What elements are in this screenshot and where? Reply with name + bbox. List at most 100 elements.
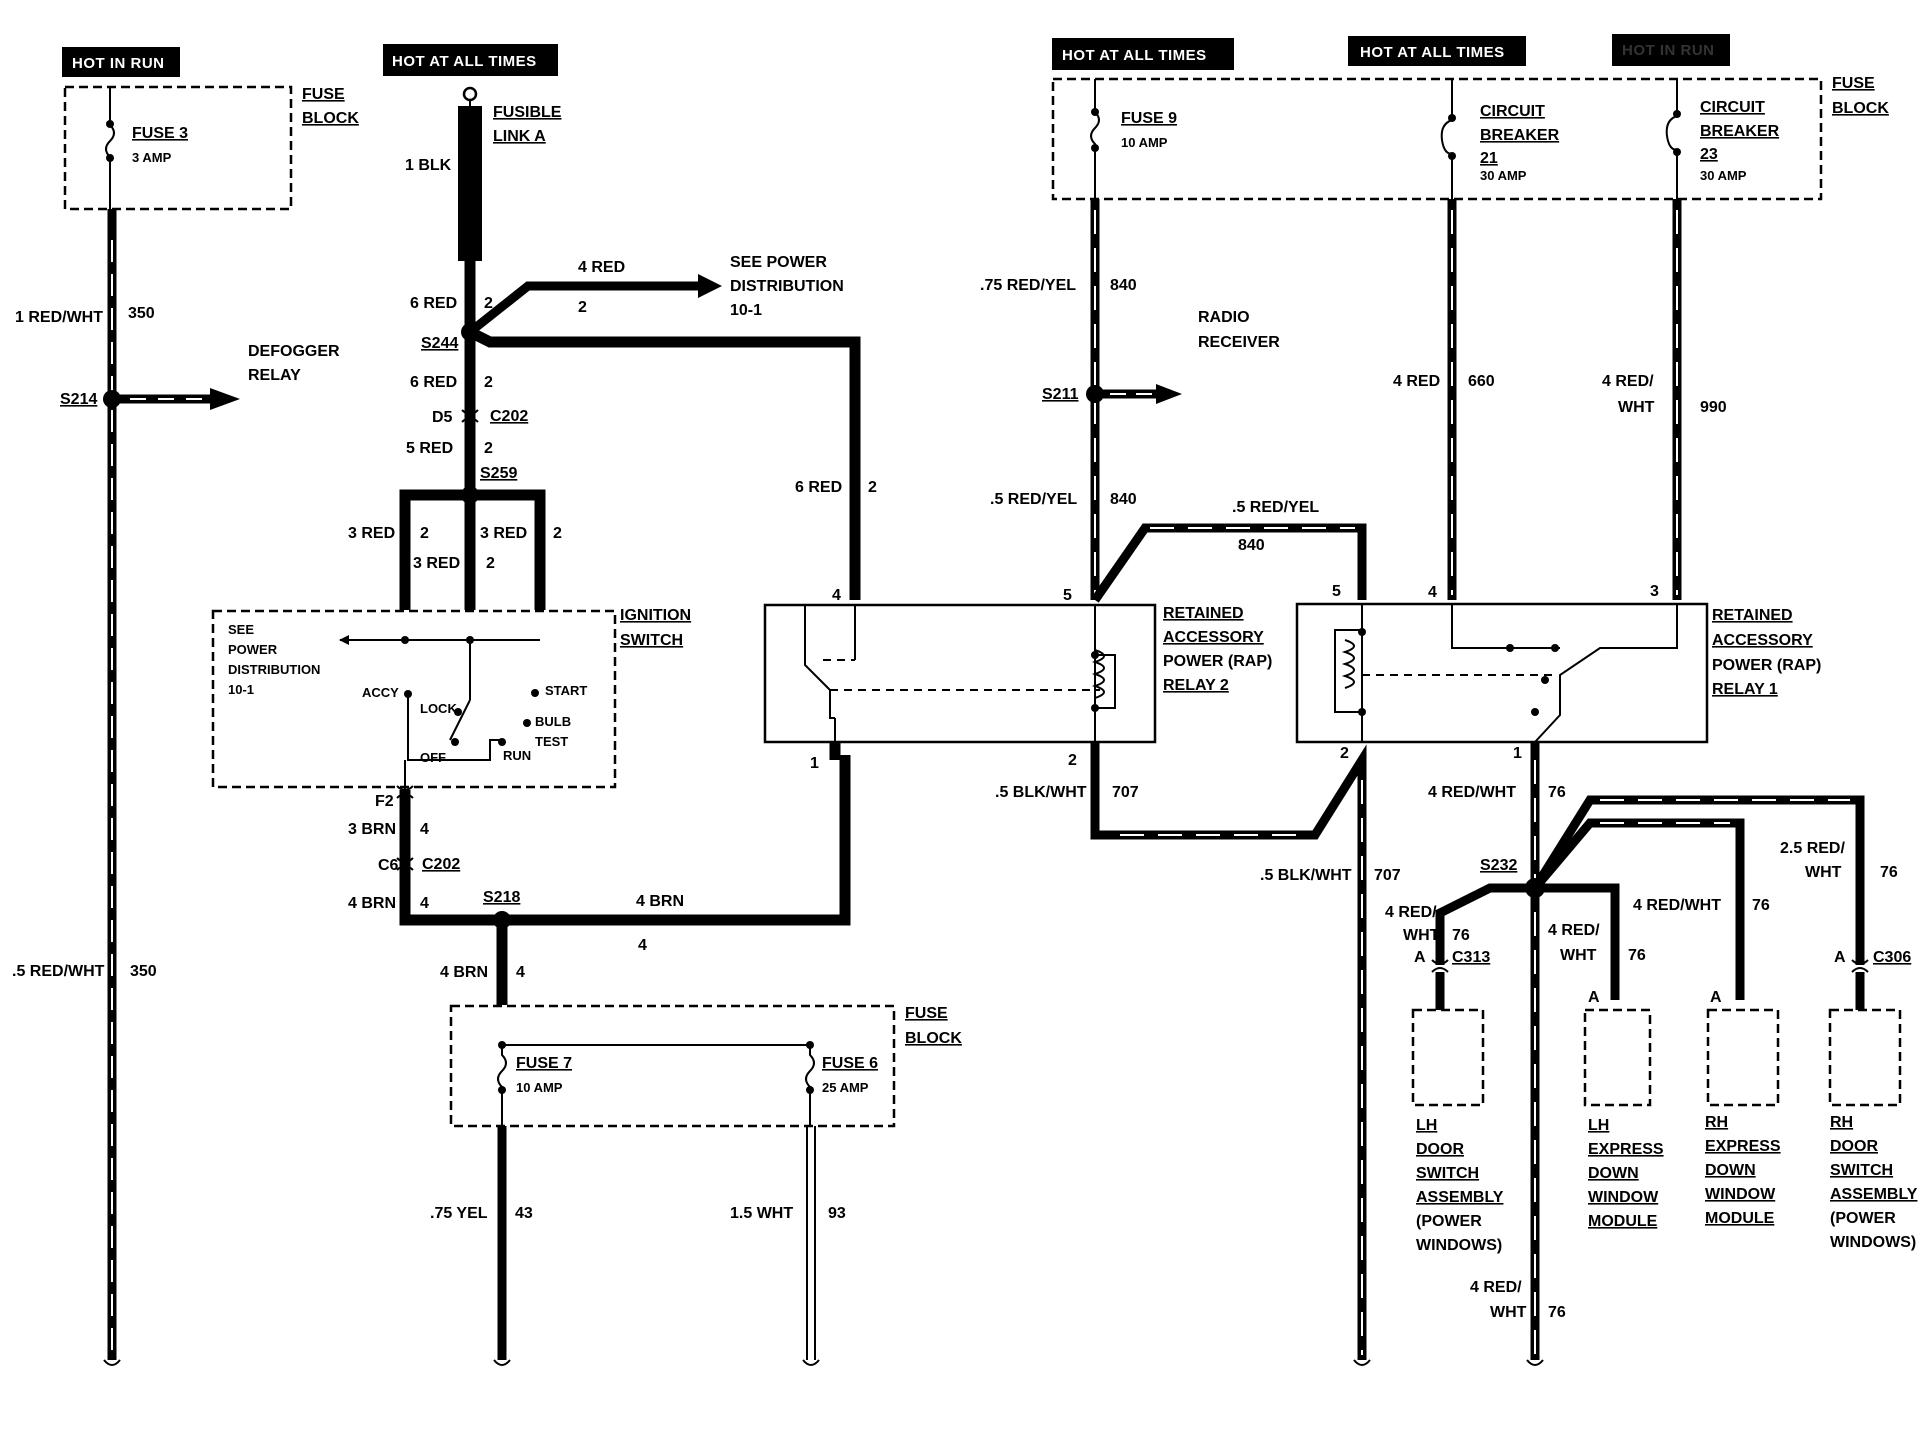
ignition-switch: IGNITION SWITCH SEE POWER DISTRIBUTION 1… [211, 607, 691, 790]
fuse-block-3: FUSE BLOCK FUSE 7 10 AMP FUSE 6 25 AMP [449, 1004, 962, 1128]
svg-text:DEFOGGER: DEFOGGER [248, 343, 340, 360]
svg-text:TEST: TEST [535, 734, 568, 749]
svg-text:S232: S232 [1480, 857, 1517, 874]
svg-text:BLOCK: BLOCK [1832, 100, 1889, 117]
svg-text:.5 RED/YEL: .5 RED/YEL [990, 491, 1077, 508]
wire-990: 4 RED/ WHT 990 [1602, 199, 1727, 600]
fuse-3-label: FUSE 3 [132, 125, 188, 142]
svg-text:START: START [545, 683, 587, 698]
splice-s211: S211 [1042, 384, 1182, 404]
svg-text:DOWN: DOWN [1705, 1162, 1756, 1179]
svg-text:76: 76 [1880, 864, 1898, 881]
svg-text:3 RED: 3 RED [413, 555, 460, 572]
wire-93-wht: 1.5 WHT 93 [730, 1126, 846, 1366]
svg-text:3 RED: 3 RED [348, 525, 395, 542]
svg-text:707: 707 [1374, 867, 1401, 884]
wire-red-main: 6 RED 2 6 RED 2 D5 C202 5 RED 2 [406, 258, 528, 495]
splice-s244: S244 4 RED 2 SEE POWER DISTRIBUTION 10-1… [421, 254, 877, 600]
svg-text:4 RED/: 4 RED/ [1385, 904, 1437, 921]
svg-text:MODULE: MODULE [1705, 1210, 1775, 1227]
svg-text:RECEIVER: RECEIVER [1198, 334, 1280, 351]
svg-text:76: 76 [1452, 927, 1470, 944]
svg-text:WINDOW: WINDOW [1588, 1189, 1659, 1206]
svg-text:4 BRN: 4 BRN [440, 964, 488, 981]
svg-text:5 RED: 5 RED [406, 440, 453, 457]
svg-text:4: 4 [638, 937, 647, 954]
header-hot-in-run: HOT IN RUN [62, 47, 180, 77]
svg-text:SEE: SEE [228, 622, 254, 637]
svg-text:A: A [1588, 989, 1600, 1006]
svg-text:DOOR: DOOR [1416, 1141, 1464, 1158]
svg-text:.5 RED/YEL: .5 RED/YEL [1232, 499, 1319, 516]
fuse-block-1: FUSE BLOCK FUSE 3 3 AMP [63, 85, 359, 211]
svg-text:1.5 WHT: 1.5 WHT [730, 1205, 793, 1222]
svg-text:ACCESSORY: ACCESSORY [1163, 629, 1264, 646]
svg-text:RETAINED: RETAINED [1163, 605, 1244, 622]
svg-text:76: 76 [1548, 1304, 1566, 1321]
svg-text:RELAY 2: RELAY 2 [1163, 677, 1229, 694]
svg-text:POWER (RAP): POWER (RAP) [1163, 653, 1272, 670]
svg-text:4: 4 [1428, 584, 1437, 601]
splice-s259: S259 3 RED 2 3 RED 2 3 RED 2 [348, 465, 562, 610]
svg-text:FUSIBLE: FUSIBLE [493, 104, 562, 121]
svg-text:840: 840 [1238, 537, 1265, 554]
svg-text:2: 2 [553, 525, 562, 542]
splice-s232: S232 [1480, 857, 1545, 898]
svg-text:2: 2 [1068, 752, 1077, 769]
splice-s214: S214 DEFOGGER RELAY [60, 343, 340, 410]
svg-text:2: 2 [868, 479, 877, 496]
svg-text:WINDOWS): WINDOWS) [1830, 1234, 1916, 1251]
svg-text:RH: RH [1830, 1114, 1853, 1131]
svg-text:C202: C202 [422, 856, 460, 873]
svg-text:350: 350 [128, 305, 155, 322]
svg-text:10 AMP: 10 AMP [516, 1080, 563, 1095]
module-rh-express-down: A RH EXPRESS DOWN WINDOW MODULE [1705, 989, 1781, 1227]
svg-text:840: 840 [1110, 277, 1137, 294]
svg-text:FUSE: FUSE [1832, 75, 1875, 92]
header-hot-in-run-2: HOT IN RUN [1612, 34, 1730, 66]
svg-text:A: A [1834, 949, 1846, 966]
wire-660: 4 RED 660 [1393, 199, 1495, 600]
svg-text:43: 43 [515, 1205, 533, 1222]
svg-text:S214: S214 [60, 391, 97, 408]
svg-text:3 BRN: 3 BRN [348, 821, 396, 838]
svg-text:6 RED: 6 RED [410, 374, 457, 391]
svg-text:ASSEMBLY: ASSEMBLY [1416, 1189, 1504, 1206]
header-hot-at-all-times-3: HOT AT ALL TIMES [1348, 36, 1526, 66]
svg-text:BREAKER: BREAKER [1700, 123, 1780, 140]
svg-text:840: 840 [1110, 491, 1137, 508]
svg-text:FUSE: FUSE [302, 86, 345, 103]
fuse-3-amp: 3 AMP [132, 150, 172, 165]
svg-text:10 AMP: 10 AMP [1121, 135, 1168, 150]
svg-text:S244: S244 [421, 335, 458, 352]
svg-text:LOCK: LOCK [420, 701, 457, 716]
svg-text:LH: LH [1416, 1117, 1437, 1134]
svg-text:4: 4 [516, 964, 525, 981]
svg-text:C6: C6 [378, 857, 399, 874]
svg-text:ACCESSORY: ACCESSORY [1712, 632, 1813, 649]
svg-text:2.5 RED/: 2.5 RED/ [1780, 840, 1845, 857]
svg-text:A: A [1710, 989, 1722, 1006]
svg-text:4 BRN: 4 BRN [348, 895, 396, 912]
svg-text:2: 2 [420, 525, 429, 542]
svg-text:76: 76 [1548, 784, 1566, 801]
svg-text:WHT: WHT [1805, 864, 1842, 881]
svg-text:660: 660 [1468, 373, 1495, 390]
svg-text:RELAY: RELAY [248, 367, 301, 384]
svg-text:LH: LH [1588, 1117, 1609, 1134]
svg-text:A: A [1414, 949, 1426, 966]
svg-text:BLOCK: BLOCK [302, 110, 359, 127]
svg-text:6 RED: 6 RED [795, 479, 842, 496]
svg-text:HOT AT ALL TIMES: HOT AT ALL TIMES [392, 53, 537, 70]
wire-840: .75 RED/YEL 840 RADIO RECEIVER .5 RED/YE… [980, 199, 1367, 603]
svg-text:.5 BLK/WHT: .5 BLK/WHT [995, 784, 1087, 801]
svg-text:4 RED/: 4 RED/ [1470, 1279, 1522, 1296]
svg-text:FUSE 7: FUSE 7 [516, 1055, 572, 1072]
svg-text:23: 23 [1700, 146, 1718, 163]
fuse-block-2: FUSE BLOCK FUSE 9 10 AMP CIRCUIT BREAKER… [1051, 75, 1889, 201]
svg-text:POWER (RAP): POWER (RAP) [1712, 657, 1821, 674]
svg-text:WINDOWS): WINDOWS) [1416, 1237, 1502, 1254]
module-rh-door-switch: RH DOOR SWITCH ASSEMBLY (POWER WINDOWS) [1828, 1008, 1918, 1251]
svg-text:5: 5 [1332, 583, 1341, 600]
svg-text:FUSE 9: FUSE 9 [1121, 110, 1177, 127]
